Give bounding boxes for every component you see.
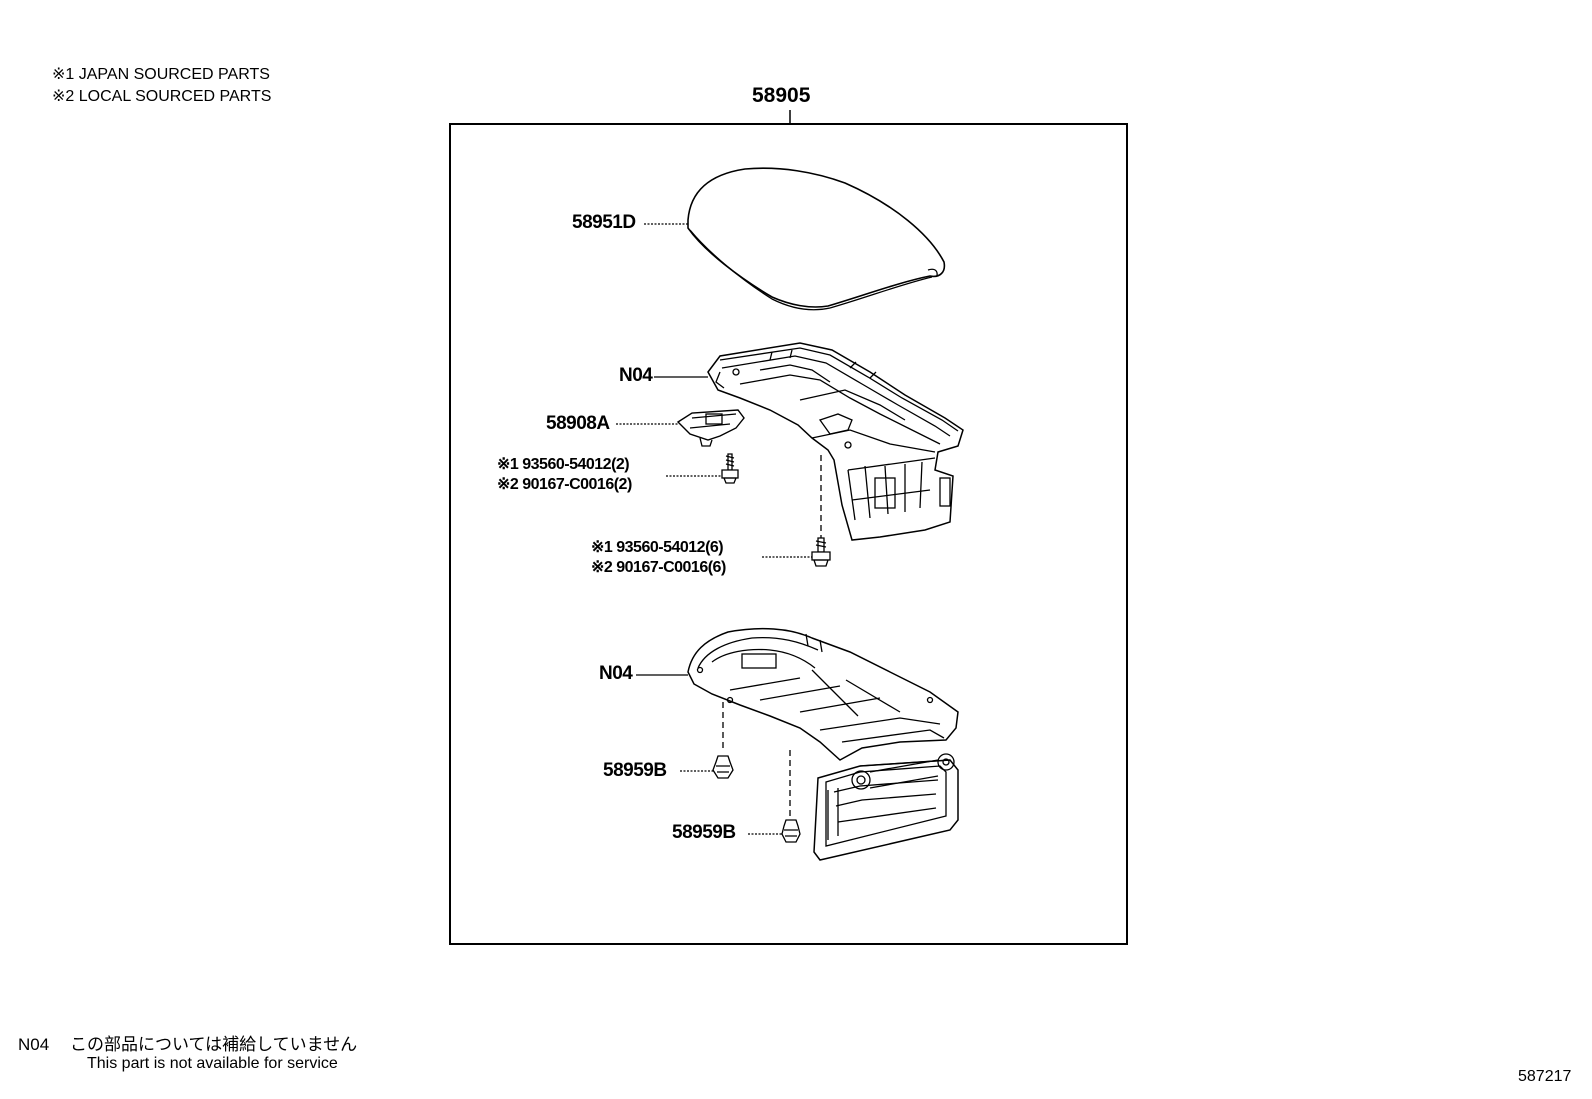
upper-base-drawing [707, 342, 964, 541]
screw-a-drawing [721, 453, 739, 484]
label-screw-b-2[interactable]: ※2 90167-C0016(6) [591, 559, 726, 576]
assembly-frame [449, 123, 1128, 945]
label-upper-base[interactable]: N04 [619, 365, 653, 386]
armrest-pad-drawing [687, 167, 946, 311]
label-screw-b-1[interactable]: ※1 93560-54012(6) [591, 539, 724, 556]
lower-hinge-drawing [813, 753, 959, 861]
label-armrest-pad[interactable]: 58951D [572, 212, 636, 233]
label-lower-base[interactable]: N04 [599, 663, 633, 684]
footnote-japanese: この部品については補給していません [70, 1035, 358, 1054]
footnote: N04 この部品については補給していません [18, 1030, 357, 1055]
footnote-code: N04 [18, 1035, 50, 1054]
label-screw-a-2[interactable]: ※2 90167-C0016(2) [497, 476, 632, 493]
legend-local-sourced: ※2 LOCAL SOURCED PARTS [52, 88, 272, 105]
clip-2-drawing [781, 819, 801, 843]
footnote-english: This part is not available for service [87, 1055, 338, 1072]
lower-base-drawing [687, 627, 959, 761]
legend-japan-sourced: ※1 JAPAN SOURCED PARTS [52, 66, 270, 83]
legend: ※1 JAPAN SOURCED PARTS ※2 LOCAL SOURCED … [52, 64, 271, 108]
illustration-number: 587217 [1518, 1068, 1572, 1085]
label-screw-a-1[interactable]: ※1 93560-54012(2) [497, 456, 630, 473]
label-clip-1[interactable]: 58959B [603, 760, 667, 781]
assembly-number[interactable]: 58905 [752, 84, 811, 107]
label-clip-2[interactable]: 58959B [672, 822, 736, 843]
clip-1-drawing [712, 755, 734, 779]
label-hinge-bracket[interactable]: 58908A [546, 413, 610, 434]
hinge-bracket-drawing [676, 409, 745, 447]
